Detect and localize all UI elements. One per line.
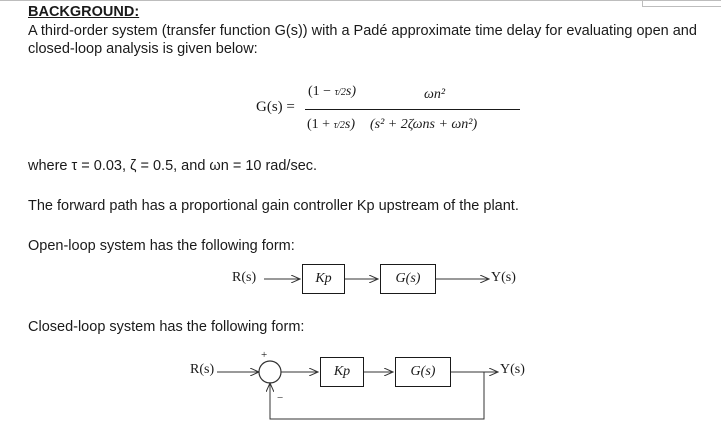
cl-output-label: Y(s) xyxy=(500,362,525,377)
equation-lhs: G(s) = xyxy=(256,99,295,115)
page-top-rule xyxy=(0,0,721,1)
background-heading: BACKGROUND: xyxy=(28,4,140,20)
intro-paragraph: A third-order system (transfer function … xyxy=(28,23,697,57)
num1-tau-fraction: τ/2 xyxy=(334,87,346,98)
cl-plant-block: G(s) xyxy=(395,357,451,387)
num1-open: (1 − xyxy=(308,84,335,99)
ol-plant-block: G(s) xyxy=(380,264,436,294)
den1-open: (1 + xyxy=(307,117,334,132)
page-corner-box xyxy=(642,0,721,7)
ol-input-label: R(s) xyxy=(232,270,257,285)
num1-close: s) xyxy=(345,84,357,99)
equation-denominator-2: (s² + 2ζωns + ωn²) xyxy=(370,117,478,132)
cl-input-label: R(s) xyxy=(190,362,215,377)
den1-tau-fraction: τ/2 xyxy=(333,120,345,131)
equation-fraction-bar xyxy=(305,109,520,111)
ol-gain-block: Kp xyxy=(302,264,345,294)
den1-close: s) xyxy=(344,117,356,132)
equation-numerator-2: ωn² xyxy=(424,87,446,102)
sum-plus-sign: + xyxy=(261,349,268,361)
summing-junction xyxy=(258,360,282,384)
sum-minus-sign: − xyxy=(277,392,284,404)
forward-path-text: The forward path has a proportional gain… xyxy=(28,198,519,214)
equation-numerator-1: (1 − τ/2s) xyxy=(308,83,356,102)
parameters-text: where τ = 0.03, ζ = 0.5, and ωn = 10 rad… xyxy=(28,158,318,174)
closed-loop-caption: Closed-loop system has the following for… xyxy=(28,319,305,335)
ol-output-label: Y(s) xyxy=(491,270,516,285)
feedback-path xyxy=(270,372,485,420)
cl-gain-block: Kp xyxy=(320,357,364,387)
open-loop-caption: Open-loop system has the following form: xyxy=(28,238,295,254)
equation-denominator-1: (1 + τ/2s) xyxy=(307,116,355,135)
